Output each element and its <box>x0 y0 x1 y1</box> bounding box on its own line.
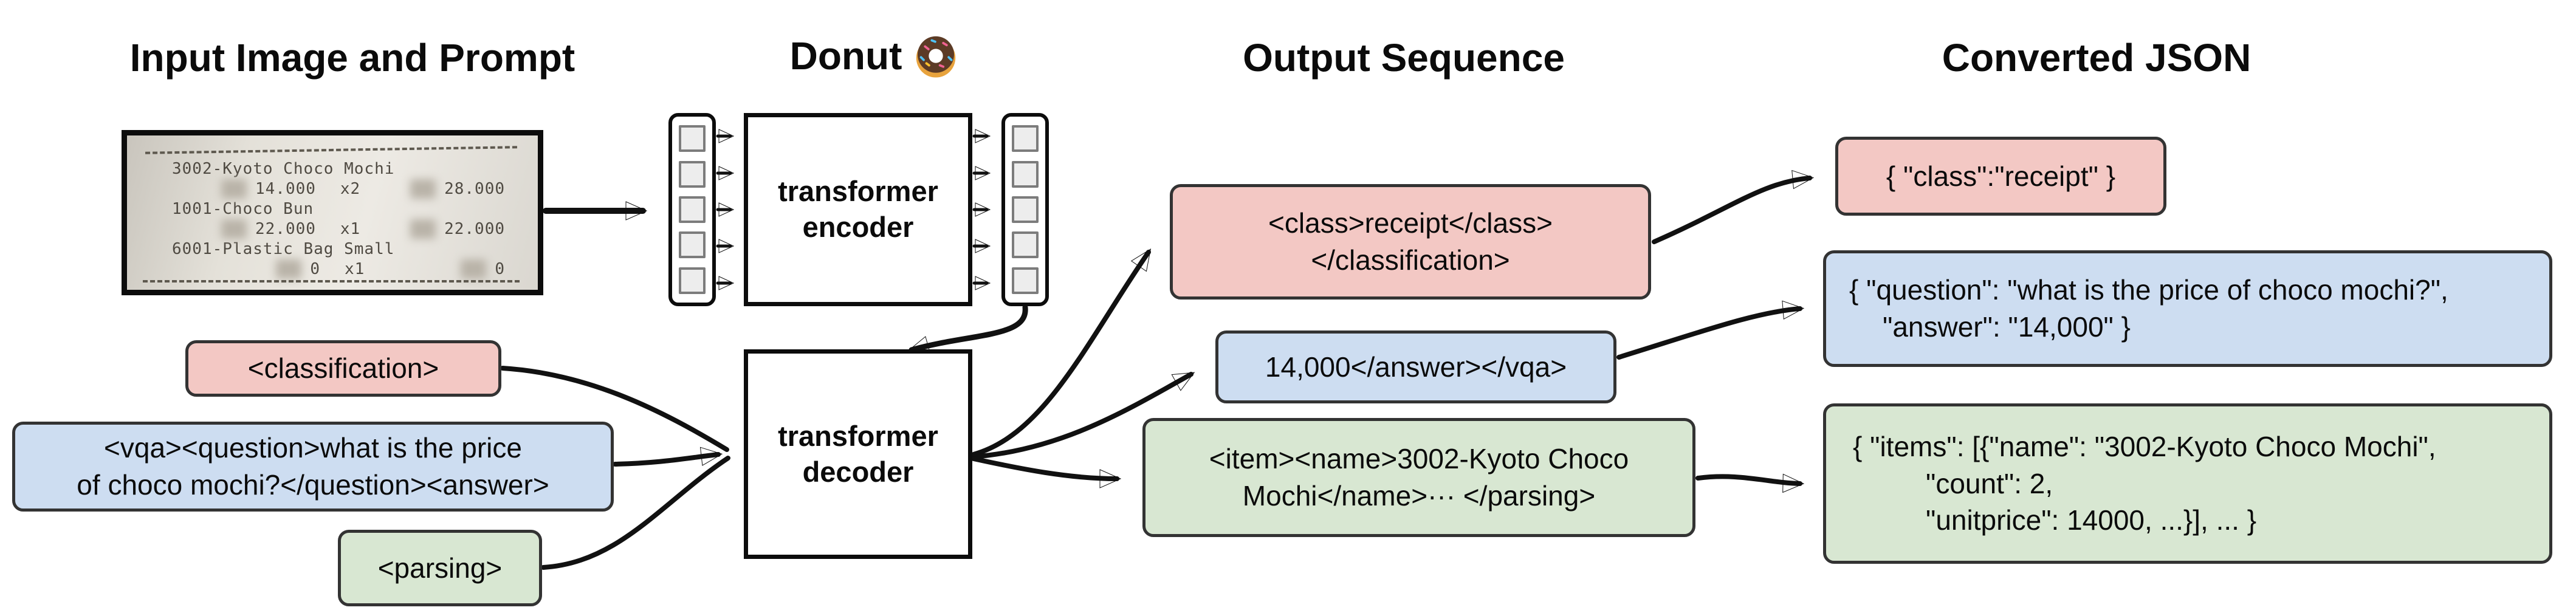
encoder-label-line: encoder <box>802 211 914 243</box>
redaction-blur <box>410 219 436 239</box>
receipt-price-cell: 22.000 <box>140 219 316 239</box>
receipt-total-cell: 22.000 <box>410 219 529 239</box>
token-cell <box>679 160 706 188</box>
section-title-donut: Donut <box>729 32 1021 80</box>
donut-icon <box>916 36 956 78</box>
encoder-label-line: transformer <box>778 175 938 208</box>
arrow-classification-to-json <box>1652 170 1815 244</box>
arrow-decoder-to-classification <box>971 248 1152 457</box>
transformer-encoder-box: transformer encoder <box>744 113 972 306</box>
arrow-vqa-to-json <box>1616 300 1805 360</box>
json-parsing-box: { "items": [{"name": "3002-Kyoto Choco M… <box>1823 403 2552 564</box>
prompt-parsing-token: <parsing> <box>377 552 503 584</box>
section-title-output-sequence: Output Sequence <box>1149 36 1659 80</box>
section-title-converted-json: Converted JSON <box>1841 36 2352 80</box>
section-title-input-image-and-prompt: Input Image and Prompt <box>91 36 614 80</box>
receipt-item-numbers: 14.000 x2 28.000 <box>140 179 529 199</box>
output-parsing-line: Mochi</name>··· </parsing> <box>1242 480 1596 512</box>
receipt-unit-price: 0 <box>310 259 320 278</box>
output-classification-box: <class>receipt</class> </classification> <box>1170 184 1651 300</box>
receipt-unit-price: 22.000 <box>255 219 316 238</box>
prompt-vqa-line: <vqa><question>what is the price <box>104 432 522 464</box>
decoder-label-line: decoder <box>802 455 914 488</box>
receipt-lines: 3002-Kyoto Choco Mochi 14.000 x2 28.000 … <box>140 159 529 279</box>
output-parsing-line: <item><name>3002-Kyoto Choco <box>1209 443 1629 475</box>
json-parsing-line: "unitprice": 14000, ...}], ... } <box>1926 504 2257 536</box>
output-classification-line: <class>receipt</class> <box>1268 207 1553 239</box>
receipt-line-total: 22.000 <box>444 219 505 238</box>
json-classification-box: { "class":"receipt" } <box>1835 137 2166 216</box>
token-cell <box>1012 160 1039 188</box>
arrow-parsing-to-json <box>1695 473 1805 493</box>
patch-embedding-column <box>668 113 716 306</box>
arrow-decoder-to-parsing <box>971 456 1122 488</box>
prompt-parsing-box: <parsing> <box>338 530 542 606</box>
prompt-classification-token: <classification> <box>247 352 439 385</box>
prompt-classification-box: <classification> <box>185 340 501 397</box>
title-text: Donut <box>789 33 902 78</box>
token-cell <box>1012 196 1039 223</box>
redaction-blur <box>276 259 302 279</box>
json-vqa-line: { "question": "what is the price of choc… <box>1849 274 2448 306</box>
redaction-blur <box>221 219 247 239</box>
receipt-price-cell: 0 <box>140 259 320 279</box>
output-parsing-box: <item><name>3002-Kyoto Choco Mochi</name… <box>1142 418 1695 537</box>
output-vqa-line: 14,000</answer></vqa> <box>1265 351 1567 383</box>
arrow-prompt-vqa <box>613 447 723 467</box>
receipt-price-cell: 14.000 <box>140 179 316 199</box>
prompt-vqa-box: <vqa><question>what is the price of choc… <box>12 422 614 512</box>
receipt-quantity: x2 <box>340 179 361 198</box>
receipt-dashed-rule-top <box>145 146 517 154</box>
json-classification-text: { "class":"receipt" } <box>1886 160 2116 192</box>
transformer-decoder-box: transformer decoder <box>744 349 972 559</box>
redaction-blur <box>221 179 247 199</box>
prompt-vqa-line: of choco mochi?</question><answer> <box>77 469 549 501</box>
json-vqa-line: "answer": "14,000" } <box>1883 311 2131 343</box>
receipt-item-numbers: 22.000 x1 22.000 <box>140 219 529 239</box>
token-cell <box>1012 125 1039 152</box>
token-cell <box>1012 231 1039 259</box>
receipt-total-cell: 0 <box>416 259 529 279</box>
redaction-blur <box>461 259 487 279</box>
output-classification-line: </classification> <box>1311 244 1510 276</box>
arrow-features-to-decoder <box>907 304 1028 355</box>
decoder-label-line: transformer <box>778 419 938 452</box>
json-parsing-line: { "items": [{"name": "3002-Kyoto Choco M… <box>1853 430 2436 462</box>
token-cell <box>679 267 706 294</box>
json-parsing-line: "count": 2, <box>1926 467 2053 499</box>
feature-embedding-column <box>1001 113 1049 306</box>
token-cell <box>679 196 706 223</box>
json-vqa-box: { "question": "what is the price of choc… <box>1823 250 2552 367</box>
token-cell <box>679 125 706 152</box>
title-text: Converted JSON <box>1942 36 2251 80</box>
receipt-quantity: x1 <box>340 219 361 238</box>
title-text: Output Sequence <box>1243 36 1565 80</box>
token-cell <box>679 231 706 259</box>
receipt-item-numbers: 0 x1 0 <box>140 259 529 279</box>
receipt-item-name: 1001-Choco Bun <box>172 199 314 218</box>
token-cell <box>1012 267 1039 294</box>
output-vqa-box: 14,000</answer></vqa> <box>1215 330 1616 403</box>
title-text: Input Image and Prompt <box>129 36 575 80</box>
receipt-quantity: x1 <box>345 259 365 278</box>
receipt-item-name: 6001-Plastic Bag Small <box>172 239 395 258</box>
receipt-total-cell: 28.000 <box>410 179 529 199</box>
receipt-line-total: 0 <box>495 259 505 278</box>
receipt-unit-price: 14.000 <box>255 179 316 198</box>
receipt-image: 3002-Kyoto Choco Mochi 14.000 x2 28.000 … <box>122 130 543 295</box>
receipt-line-total: 28.000 <box>444 179 505 198</box>
redaction-blur <box>410 179 436 199</box>
receipt-item-name: 3002-Kyoto Choco Mochi <box>172 159 395 178</box>
receipt-dashed-rule-bottom <box>143 280 520 283</box>
